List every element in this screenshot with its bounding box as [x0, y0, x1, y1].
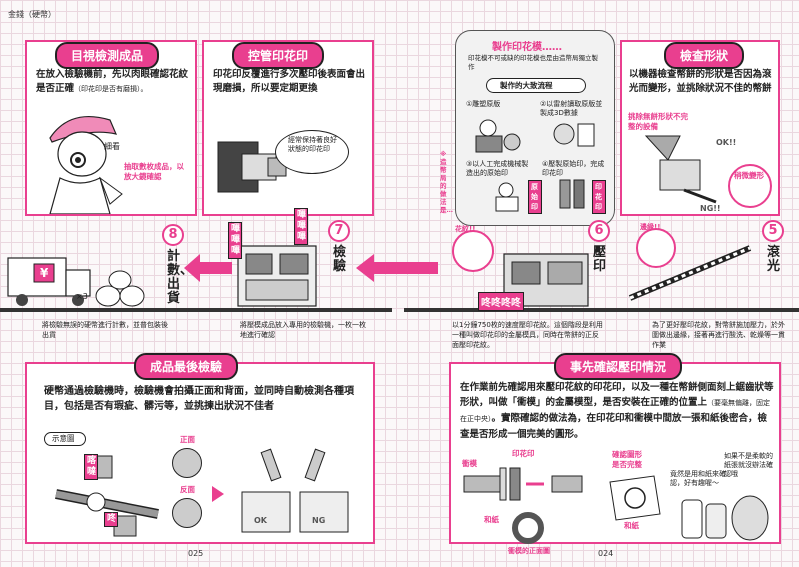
final-check-text: 硬幣通過檢驗機時，檢驗機會拍攝正面和背面，並同時自動檢測各種項目，包括是否有瑕疵…	[44, 386, 354, 412]
step-6-number: 6	[588, 220, 610, 242]
visual-check-text: 在放入檢驗機前，先以肉眼確認花紋是否正確（印花印是否有磨損）。	[36, 69, 189, 94]
punch-label: 衝模	[462, 459, 477, 468]
diagram-label: 示意圖	[52, 434, 75, 443]
step-6-label: 壓印	[593, 245, 607, 274]
flow-title: 製作的大致流程	[500, 81, 553, 90]
shape-check-title: 檢查形狀	[664, 42, 745, 69]
coin-characters-illustration	[681, 495, 769, 541]
visual-check-label: 抽取數枚成品，以放大鏡確認	[124, 162, 184, 181]
original-die-label: 原始印	[528, 180, 542, 214]
front-label: 正面	[180, 435, 195, 444]
punch-front-diagram	[512, 512, 544, 544]
stamp-die-illustration	[217, 141, 287, 193]
factory-floor-right	[404, 308, 799, 312]
deformed-coin-circle	[728, 164, 772, 208]
visual-check-note: （印花印是否有磨損）。	[74, 85, 148, 93]
characters-speech-2: 如果不是柔軟的紙張就沒辦法確認哦	[724, 452, 773, 478]
flow-arrow-7-to-8-head	[184, 254, 200, 282]
stamping-press-illustration	[503, 253, 589, 307]
flow-arrow-6-to-7	[372, 262, 438, 274]
stamp-label: 印花印	[512, 449, 535, 458]
sculptor-illustration	[475, 119, 521, 153]
flower-pattern-coin	[452, 230, 494, 272]
back-coin-image	[172, 498, 202, 528]
making-stamp-title: 製作印花模……	[492, 42, 562, 53]
visual-check-speech: 細看	[104, 142, 120, 151]
flow-step-3: ③以人工完成機械製造出的原始印	[466, 160, 529, 177]
stamp-die-label: 印花印	[592, 180, 606, 214]
sorting-bins-illustration	[241, 448, 349, 533]
rim-coin	[636, 228, 676, 268]
flow-step-2: ②以雷射讀取原版並製成3D數據	[540, 100, 603, 117]
shape-check-ng: NG!!	[700, 204, 721, 213]
step-7-sfx-1: 嗶嗶嗶	[228, 222, 242, 259]
step-8-number: 8	[162, 224, 184, 246]
step-5-caption: 為了更好壓印花紋，對幣餅施加壓力，於外圍做出邊緣，接著再進行酸洗、乾燥等一貫作業	[652, 321, 785, 349]
stamping-sfx: 咚咚咚咚	[478, 292, 524, 311]
die-alignment-diagram	[463, 467, 583, 501]
flow-step-1: ①雕塑原版	[466, 100, 501, 108]
step-6-caption: 以1分鐘750枚的速度壓印花紋。這個階段是利用一種叫做印花印的金屬模具，同時在幣…	[452, 321, 603, 349]
ng-bin-label: NG	[312, 516, 326, 525]
confirm-stamp-note: （要毫無偏離，固定在正中央）	[460, 399, 771, 423]
delivery-truck-illustration	[7, 257, 91, 306]
confirm-stamp-title: 事先確認壓印情況	[554, 353, 683, 380]
factory-floor-left	[0, 308, 392, 312]
stamp-dies-illustration	[559, 179, 585, 209]
laser-scan-illustration	[553, 123, 595, 147]
shape-check-ok: OK!!	[716, 138, 737, 147]
characters-speech-1: 竟然是用和紙來確認，好有趣喔～	[670, 470, 726, 487]
arrow-to-bins	[212, 486, 224, 502]
confirm-stamp-text: 在作業前先確認用來壓印花紋的印花印，以及一種在幣餅側面刻上鋸齒狀等形狀，叫做「衝…	[460, 382, 774, 440]
inspection-machine-illustration	[237, 245, 317, 307]
stamp-control-speech: 經常保持著良好狀態的印花印	[288, 136, 337, 153]
stamp-control-speech-bubble	[275, 130, 349, 174]
page-number-left: 025	[188, 549, 204, 558]
step-7-number: 7	[328, 220, 350, 242]
flow-arrow-6-to-7-head	[356, 254, 374, 282]
rim-label: 邊緣!!	[640, 223, 661, 231]
coin-inspection-diagram	[55, 455, 159, 537]
punch-front-label: 衝模的正面圖	[508, 547, 550, 555]
paper-label-1: 和紙	[484, 515, 499, 524]
step-8-caption: 將檢驗無誤的硬幣進行計數，並普包裝後出貨	[42, 321, 168, 339]
final-check-sfx-1: 喀噠	[84, 454, 98, 480]
step-7-caption: 將壓模成品放入專用的檢驗機，一枚一枚地進行確認	[240, 321, 366, 339]
paper-circle-diagram	[609, 475, 661, 521]
step-5-number: 5	[762, 220, 784, 242]
final-check-title: 成品最後檢驗	[134, 353, 239, 380]
front-coin-image	[172, 448, 202, 478]
check-shape-label: 確認圖形是否完整	[612, 450, 642, 469]
final-check-sfx-2: 咚	[104, 512, 118, 527]
making-stamp-desc: 印花模不可或缺的印花模也是由造幣局獨立製作	[468, 54, 598, 71]
rolling-conveyor-illustration	[628, 245, 752, 301]
ok-bin-label: OK	[254, 516, 267, 525]
diagram-label-badge	[44, 432, 86, 446]
page-number-right: 024	[598, 549, 614, 558]
visual-check-title: 目視檢測成品	[55, 42, 160, 69]
shape-check-label-deformed: 稍微變形	[734, 171, 764, 180]
stamp-control-text: 印花印反覆進行多次壓印後表面會出現磨損，所以要定期更換	[213, 69, 366, 94]
making-stamp-side-note: ※造幣局的做法是…	[440, 150, 453, 214]
step-8-label: 計數、出貨	[167, 249, 194, 306]
step-7-label: 檢驗	[333, 245, 347, 274]
back-label: 反面	[180, 485, 195, 494]
step-7-sfx-2: 嗶嗶嗶	[294, 208, 308, 245]
manual-finish-illustration	[495, 182, 519, 212]
flow-step-4: ④壓製原始印，完成印花印	[542, 160, 605, 177]
flow-title-badge	[486, 78, 586, 93]
step-5-label: 滾光	[767, 245, 781, 274]
worker-with-loupe-illustration	[49, 116, 123, 214]
running-head: 金錢（硬幣）	[8, 10, 56, 19]
shape-sorter-illustration	[644, 135, 717, 204]
truck-yen-mark: ¥	[40, 266, 49, 280]
coin-bags-illustration	[95, 270, 145, 307]
stamp-control-title: 控管印花印	[232, 42, 325, 69]
flow-arrow-7-to-8	[196, 262, 232, 274]
shape-check-text: 以機器檢查幣餅的形狀是否因為滾光而變形，並挑除狀況不佳的幣餅	[629, 69, 772, 94]
shape-check-label-device: 挑除無餅形狀不完整的設備	[628, 112, 688, 131]
flower-pattern-label: 花紋!!	[455, 225, 476, 233]
bag-count: ×3	[76, 292, 88, 301]
paper-label-2: 和紙	[624, 521, 639, 530]
